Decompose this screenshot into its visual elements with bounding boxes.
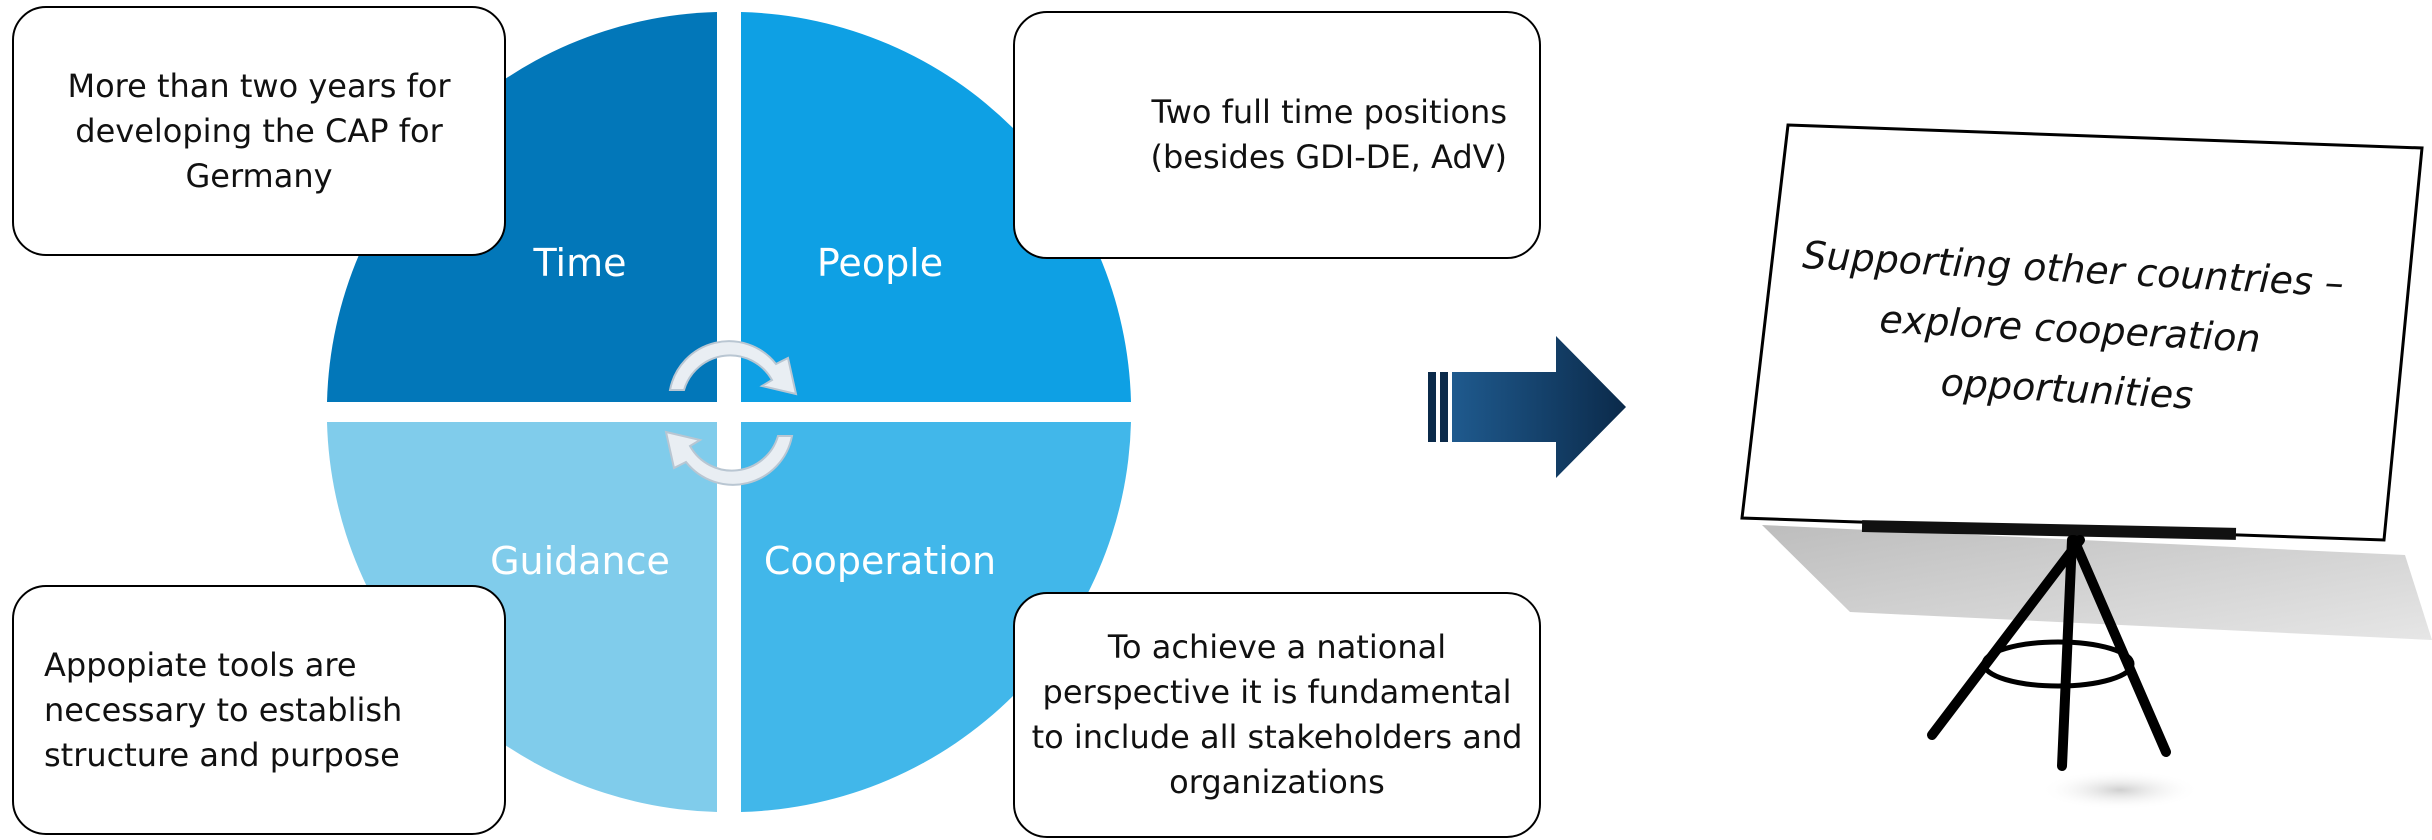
quadrant-cooperation: [741, 422, 1131, 812]
quadrant-label-people: People: [817, 241, 943, 285]
callout-cooperation-line-3: to include all stakeholders and: [1031, 718, 1523, 756]
callout-time: More than two years for developing the C…: [12, 6, 506, 256]
callout-people: Two full time positions (besides GDI-DE,…: [1013, 11, 1541, 259]
quadrant-people: [741, 12, 1131, 402]
easel-foot-shadow: [2040, 770, 2200, 810]
callout-guidance: Appopiate tools are necessary to establi…: [12, 585, 506, 835]
board-tray: [1861, 520, 2237, 540]
callout-people-line-1: Two full time positions: [1151, 93, 1507, 131]
quadrant-label-time: Time: [533, 241, 627, 285]
quadrant-time: [327, 12, 717, 402]
callout-time-line-3: Germany: [185, 156, 333, 195]
cycle-arrows-icon: [664, 340, 798, 486]
presentation-board: [1740, 123, 2424, 542]
callout-cooperation: To achieve a national perspective it is …: [1013, 592, 1541, 838]
callout-cooperation-line-4: organizations: [1169, 763, 1385, 801]
callout-guidance-line-1: Appopiate tools are: [44, 645, 357, 684]
right-arrow-icon: [1428, 336, 1626, 478]
callout-cooperation-line-1: To achieve a national: [1107, 628, 1447, 666]
callout-guidance-line-2: necessary to establish: [44, 690, 403, 729]
easel-legs: [1927, 535, 2171, 771]
callout-people-line-2: (besides GDI-DE, AdV): [1150, 138, 1507, 176]
quadrant-label-cooperation: Cooperation: [764, 539, 996, 583]
callout-time-line-2: developing the CAP for: [75, 111, 443, 150]
callout-time-line-1: More than two years for: [67, 66, 451, 105]
quadrant-label-guidance: Guidance: [490, 539, 670, 583]
callout-cooperation-line-2: perspective it is fundamental: [1042, 673, 1512, 711]
callout-guidance-line-3: structure and purpose: [44, 735, 400, 774]
easel-board: Supporting other countries – explore coo…: [1740, 123, 2432, 810]
quadrant-guidance: [327, 422, 717, 812]
cycle-diagram: Time People Guidance Cooperation: [327, 12, 1131, 812]
